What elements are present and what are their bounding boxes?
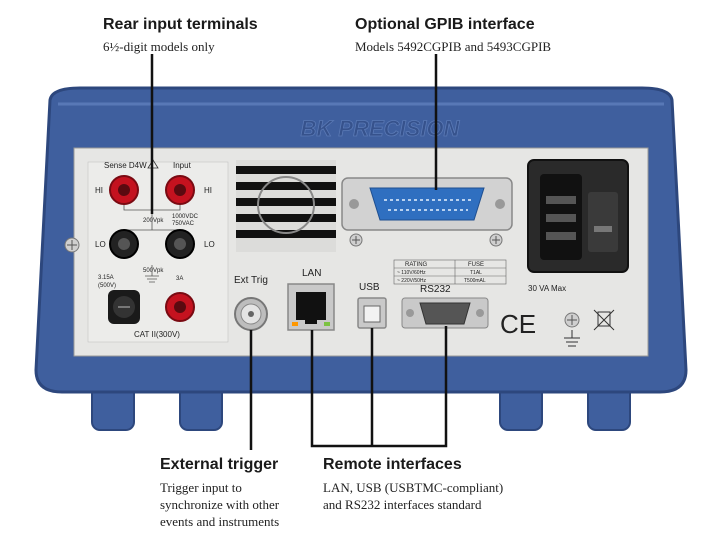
rating-table: RATING FUSE ~ 110V/60Hz T1AL ~ 220V/50Hz…: [393, 259, 507, 285]
svg-text:T1AL: T1AL: [470, 270, 482, 276]
gpib-title: Optional GPIB interface: [355, 16, 535, 33]
lan-port: [287, 283, 335, 331]
ce-mark: CE: [500, 309, 536, 339]
callout-lines: [150, 54, 448, 450]
bnc-connector: [234, 297, 268, 331]
svg-text:Input: Input: [173, 161, 192, 170]
ext-trig-label: Ext Trig: [234, 275, 268, 286]
svg-text:3A: 3A: [176, 276, 183, 282]
svg-text:CAT II(300V): CAT II(300V): [134, 330, 180, 339]
power-inlet: [527, 159, 629, 273]
ext-trigger-desc-1: Trigger input to: [160, 480, 242, 495]
svg-text:(500V): (500V): [98, 283, 116, 289]
remote-desc-1: LAN, USB (USBTMC-compliant): [323, 480, 504, 495]
remote-desc-2: and RS232 interfaces standard: [323, 497, 482, 512]
svg-text:~ 220V/50Hz: ~ 220V/50Hz: [397, 278, 427, 284]
brand-logo: BK PRECISION: [301, 116, 461, 141]
svg-text:1000VDC: 1000VDC: [172, 214, 199, 220]
usb-port: [357, 297, 387, 329]
svg-text:Sense D4W: Sense D4W: [104, 161, 147, 170]
svg-text:FUSE: FUSE: [468, 262, 484, 268]
usb-label: USB: [359, 282, 380, 293]
ext-trigger-desc-3: events and instruments: [160, 514, 280, 529]
gpib-desc: Models 5492CGPIB and 5493CGPIB: [355, 39, 552, 54]
gpib-connector: [341, 177, 513, 231]
svg-text:HI: HI: [204, 186, 212, 195]
svg-text:200Vpk: 200Vpk: [143, 218, 164, 224]
rs232-label: RS232: [420, 284, 451, 295]
va-label: 30 VA Max: [528, 284, 566, 293]
svg-text:~ 110V/60Hz: ~ 110V/60Hz: [397, 270, 426, 276]
fan-vent: [236, 160, 336, 252]
remote-title: Remote interfaces: [323, 456, 462, 473]
ext-trigger-title: External trigger: [160, 456, 279, 473]
rear-input-terminals: Sense D4W Input HI HI LO LO 200Vpk 1000V…: [87, 159, 229, 343]
svg-text:3.15A: 3.15A: [98, 275, 114, 281]
svg-text:LO: LO: [95, 240, 106, 249]
svg-text:750VAC: 750VAC: [172, 221, 195, 227]
rear-input-desc: 6½-digit models only: [103, 39, 215, 54]
ext-trigger-desc-2: synchronize with other: [160, 497, 280, 512]
ground-icon: [564, 330, 580, 347]
svg-text:500Vpk: 500Vpk: [143, 268, 164, 274]
svg-text:LO: LO: [204, 240, 215, 249]
svg-text:HI: HI: [95, 186, 103, 195]
svg-text:RATING: RATING: [405, 262, 428, 268]
lan-label: LAN: [302, 268, 321, 279]
rear-input-title: Rear input terminals: [103, 16, 258, 33]
svg-text:T500mAL: T500mAL: [464, 278, 486, 284]
rs232-port: [401, 297, 489, 329]
weee-icon: [593, 309, 615, 331]
